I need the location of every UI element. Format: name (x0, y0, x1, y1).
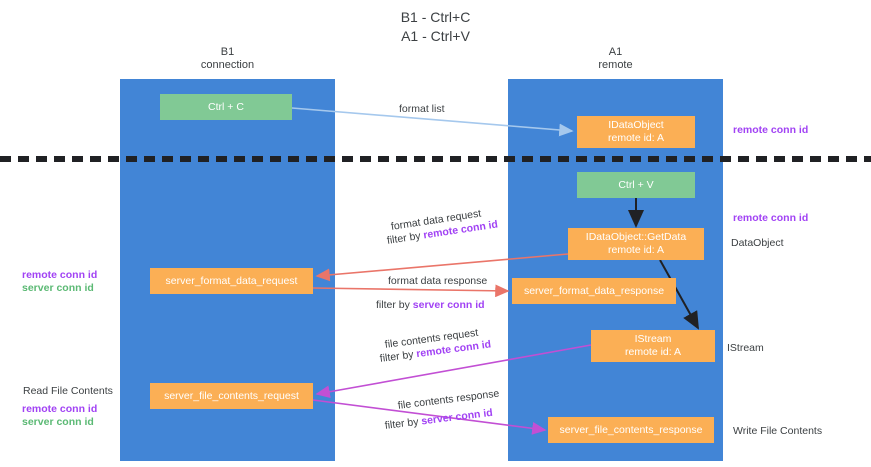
node-ctrl-c[interactable]: Ctrl + C (160, 94, 292, 120)
node-sublabel: remote id: A (607, 132, 665, 144)
annotation-dataobject: DataObject (731, 237, 784, 249)
title-line-1: B1 - Ctrl+C (400, 9, 471, 25)
annotation-read-file-contents: Read File Contents (23, 385, 113, 397)
node-label: Ctrl + C (208, 100, 244, 113)
node-ctrl-v[interactable]: Ctrl + V (577, 172, 695, 198)
annotation-left-remote-conn-id-2: remote conn id (22, 403, 98, 415)
node-server-format-data-request[interactable]: server_format_data_request (150, 268, 313, 294)
annotation-istream: IStream (727, 342, 764, 354)
edge-label-format-list: format list (399, 103, 445, 115)
server-conn-id-text: server conn id (420, 406, 494, 428)
edge-file-contents-request (315, 344, 592, 399)
node-label: IDataObject::GetData (585, 231, 687, 243)
node-server-file-contents-response[interactable]: server_file_contents_response (548, 417, 714, 443)
filter-by-text: filter by (384, 415, 423, 432)
node-idataobject-getdata[interactable]: IDataObject::GetData remote id: A (568, 228, 704, 260)
annotation-remote-conn-id-mid: remote conn id (733, 212, 809, 224)
swimlane-title-b1: B1 (220, 46, 235, 58)
annotation-left-remote-conn-id: remote conn id (22, 269, 98, 281)
node-label: server_format_data_response (523, 284, 665, 297)
edge-label-format-data-response: format data response (388, 275, 488, 287)
node-idataobject[interactable]: IDataObject remote id: A (577, 116, 695, 148)
swimlane-subtitle-b1: connection (200, 59, 255, 71)
annotation-left-server-conn-id-2: server conn id (22, 416, 94, 428)
diagram-title: B1 - Ctrl+C A1 - Ctrl+V (0, 8, 871, 46)
server-conn-id-text: server conn id (412, 299, 485, 311)
node-label: IDataObject (608, 119, 664, 131)
node-label: server_file_contents_response (559, 423, 703, 436)
swimlane-title-a1: A1 (608, 46, 623, 58)
phase-separator (0, 156, 871, 162)
node-label: IStream (634, 333, 672, 345)
node-label: server_format_data_request (165, 274, 298, 287)
edge-format-data-response (312, 284, 510, 298)
node-sublabel: remote id: A (624, 346, 682, 358)
filter-by-text: filter by (386, 229, 425, 247)
swimlane-subtitle-a1: remote (598, 59, 633, 71)
annotation-left-server-conn-id: server conn id (22, 282, 94, 294)
node-sublabel: remote id: A (607, 244, 665, 256)
node-label: server_file_contents_request (164, 389, 299, 402)
annotation-write-file-contents: Write File Contents (733, 425, 823, 437)
node-server-file-contents-request[interactable]: server_file_contents_request (150, 383, 313, 409)
edge-filter-format-data-response: filter by server conn id (376, 298, 485, 312)
edge-format-list (291, 107, 574, 137)
swimlane-header-a1: A1 remote (508, 46, 723, 72)
annotation-remote-conn-id-top: remote conn id (733, 124, 809, 136)
edge-file-contents-response (312, 399, 547, 435)
node-server-format-data-response[interactable]: server_format_data_response (512, 278, 676, 304)
edge-getdata-istream (659, 259, 699, 330)
node-label: Ctrl + V (618, 178, 654, 191)
swimlane-header-b1: B1 connection (120, 46, 335, 72)
edge-format-data-request (315, 253, 569, 282)
filter-by-text: filter by (376, 299, 413, 311)
filter-by-text: filter by (379, 348, 418, 365)
node-istream[interactable]: IStream remote id: A (591, 330, 715, 362)
title-line-2: A1 - Ctrl+V (401, 28, 470, 44)
